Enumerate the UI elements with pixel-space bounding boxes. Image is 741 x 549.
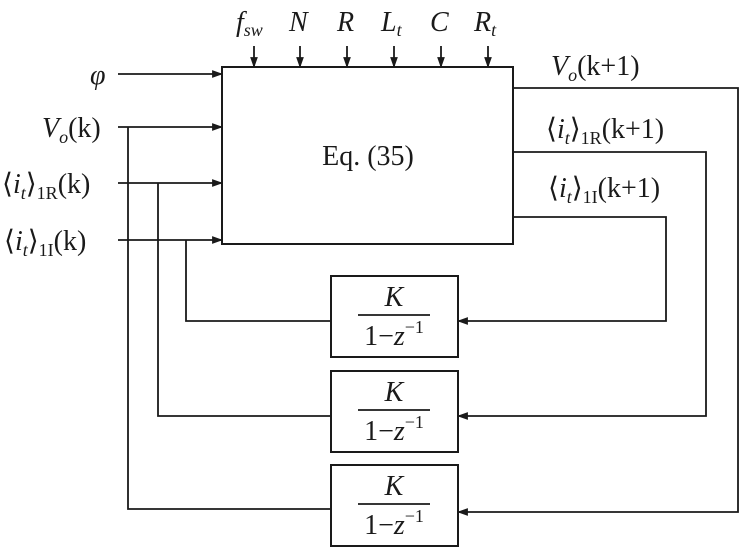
delay-block-frame bbox=[330, 464, 459, 547]
equation-block bbox=[221, 66, 514, 245]
delay-denominator: 1−z−1 bbox=[364, 412, 424, 447]
delay-block-vo: K 1−z−1 bbox=[330, 464, 459, 547]
delay-numerator: K bbox=[384, 282, 405, 313]
equation-block-label: Eq. (35) bbox=[322, 141, 414, 172]
output-label-i1r-k1: ⟨it⟩1R(k+1) bbox=[546, 114, 664, 148]
param-label-c: C bbox=[430, 7, 449, 38]
output-label-i1i-k1: ⟨it⟩1I(k+1) bbox=[548, 173, 660, 207]
input-label-i1i-k: ⟨it⟩1I(k) bbox=[4, 226, 86, 260]
delay-numerator: K bbox=[384, 377, 405, 408]
delay-denominator: 1−z−1 bbox=[364, 317, 424, 352]
output-label-vo-k1: Vo(k+1) bbox=[551, 51, 640, 85]
parameter-arrows bbox=[250, 46, 492, 69]
input-label-phi: φ bbox=[90, 60, 106, 91]
input-label-vo-k: Vo(k) bbox=[42, 113, 101, 147]
feedback-path-i1r bbox=[456, 151, 707, 420]
delay-block-i1r: K 1−z−1 bbox=[330, 370, 459, 453]
input-label-i1r-k: ⟨it⟩1R(k) bbox=[2, 169, 90, 203]
delay-numerator: K bbox=[384, 471, 405, 502]
param-label-r: R bbox=[336, 7, 354, 38]
return-path-i1i bbox=[185, 240, 331, 322]
feedback-path-vo bbox=[456, 87, 739, 516]
param-label-fsw: fsw bbox=[236, 7, 263, 40]
delay-block-frame bbox=[330, 370, 459, 453]
param-label-lt: Lt bbox=[380, 7, 403, 40]
delay-block-frame bbox=[330, 275, 459, 358]
return-path-i1r bbox=[157, 183, 331, 417]
feedback-path-i1i bbox=[456, 216, 667, 325]
delay-block-i1i: K 1−z−1 bbox=[330, 275, 459, 358]
param-label-n: N bbox=[288, 7, 309, 38]
delay-denominator: 1−z−1 bbox=[364, 506, 424, 541]
param-label-rt: Rt bbox=[473, 7, 497, 40]
return-path-vo bbox=[127, 127, 331, 510]
